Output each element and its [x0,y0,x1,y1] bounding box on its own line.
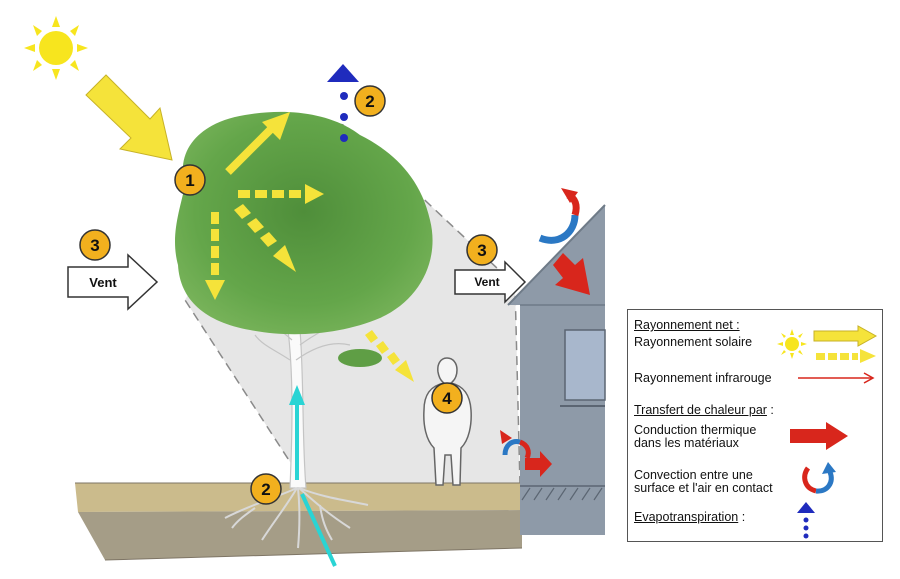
marker-3-right: 3 [466,234,498,266]
svg-text:1: 1 [185,171,194,190]
legend-heat-transfer-title: Transfert de chaleur par : [634,403,774,417]
infrared-arrow-right [238,184,324,204]
legend-evapotranspiration: Evapotranspiration : [634,510,746,524]
legend-solar-arrow [813,325,878,347]
marker-2-top: 2 [354,85,386,117]
legend-sun-icon [777,329,807,359]
sap-flow-arrow [289,385,337,567]
roof-convection-icon [538,188,580,244]
infrared-arrow-to-person [365,330,414,382]
legend-net-radiation-title: Rayonnement net : [634,318,740,332]
wind-label-right: Vent [474,275,499,289]
svg-text:2: 2 [261,480,270,499]
sun-icon [24,16,88,80]
legend-box: Rayonnement net : Rayonnement solaire Ra… [627,309,883,542]
tree-foliage [175,111,433,367]
infrared-arrow-diagonal [234,204,296,272]
evapotranspiration-indicator [327,64,359,142]
reflected-solar-arrow [225,112,290,175]
infrared-arrow-down [205,212,225,300]
svg-text:4: 4 [442,389,452,408]
wind-arrow-left: Vent [67,253,159,311]
marker-4: 4 [431,382,463,414]
svg-text:2: 2 [365,92,374,111]
marker-3-left: 3 [79,229,111,261]
wall-conduction-arrow [525,451,552,477]
legend-infrared-dashed-arrow [816,349,876,363]
legend-convection-line1: Convection entre une [634,468,753,482]
incoming-solar-arrow [85,74,173,161]
wind-arrow-right: Vent [454,260,527,304]
wind-label-left: Vent [89,275,117,290]
building-foundation [521,487,603,501]
legend-infrared-arrow [798,372,875,384]
svg-text:3: 3 [90,236,99,255]
ground [75,482,523,561]
legend-convection-line2: surface et l'air en contact [634,481,773,495]
legend-conduction-line1: Conduction thermique [634,423,757,437]
svg-text:3: 3 [477,241,486,260]
legend-convection-icon [802,462,836,494]
roof-conduction-arrow [553,253,590,295]
legend-infrared-radiation: Rayonnement infrarouge [634,371,772,385]
legend-conduction-arrow [790,422,848,450]
legend-conduction-line2: dans les matériaux [634,436,739,450]
building [507,204,606,535]
wall-convection-icon [500,430,531,460]
marker-2-bottom: 2 [250,473,282,505]
legend-solar-radiation: Rayonnement solaire [634,335,753,349]
building-window [564,329,606,401]
marker-1: 1 [174,164,206,196]
legend-evapotranspiration-icon [797,502,815,539]
